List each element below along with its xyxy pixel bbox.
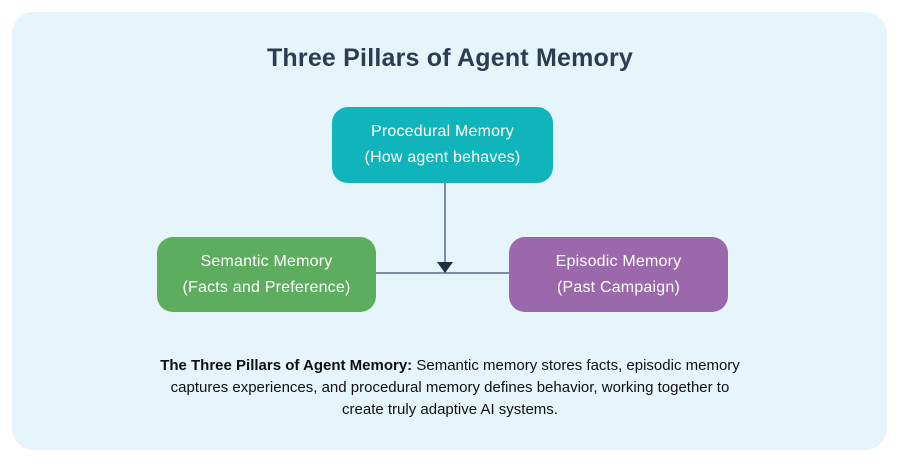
diagram-title: Three Pillars of Agent Memory [266,44,634,72]
node-procedural-line2: (How agent behaves) [364,149,521,166]
node-procedural-line1: Procedural Memory [370,123,514,140]
node-semantic-line1: Semantic Memory [200,252,333,270]
caption-paragraph: The Three Pillars of Agent Memory: Seman… [155,355,745,420]
caption-lead: The Three Pillars of Agent Memory: [160,357,413,374]
diagram-card-background [12,12,887,450]
node-procedural-memory: Procedural Memory (How agent behaves) [332,107,553,183]
node-episodic-memory: Episodic Memory (Past Campaign) [509,237,728,312]
connector-horizontal-line [376,272,509,274]
down-arrowhead-icon [437,262,453,273]
node-semantic-memory: Semantic Memory (Facts and Preference) [157,237,376,312]
node-episodic-line1: Episodic Memory [555,252,682,270]
caption-body: Semantic memory stores facts, episodic m… [170,357,740,418]
node-semantic-line2: (Facts and Preference) [182,278,351,296]
connector-vertical-line [444,183,446,264]
node-episodic-line2: (Past Campaign) [556,278,681,296]
